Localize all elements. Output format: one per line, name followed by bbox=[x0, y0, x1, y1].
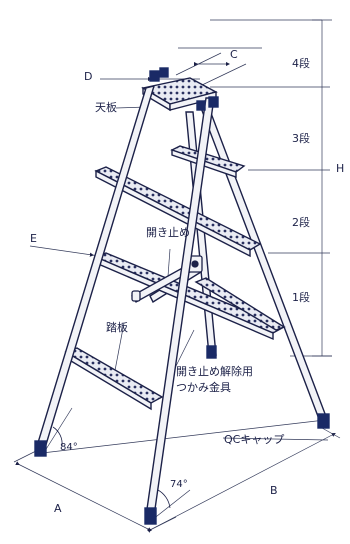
label-spreader: 開き止め bbox=[146, 226, 190, 239]
label-step-4: 4段 bbox=[292, 56, 310, 70]
labels: C D 天板 4段 3段 2段 1段 H E 開き止め 踏板 開き止め解除用 つ… bbox=[30, 48, 344, 515]
label-step-3: 3段 bbox=[292, 131, 310, 145]
label-step-2: 2段 bbox=[292, 215, 310, 229]
spreader-bar bbox=[131, 255, 203, 303]
label-dim-c: C bbox=[230, 48, 238, 61]
label-dim-h: H bbox=[336, 162, 344, 175]
label-step-board: 踏板 bbox=[106, 320, 128, 334]
label-qc-cap: QCキャップ bbox=[224, 433, 284, 446]
label-dim-d: D bbox=[84, 70, 92, 83]
label-dim-a: A bbox=[54, 502, 62, 515]
label-angle-74: 74° bbox=[170, 479, 188, 490]
label-dim-e: E bbox=[30, 232, 37, 245]
label-release-line2: つかみ金具 bbox=[176, 380, 231, 394]
label-step-1: 1段 bbox=[292, 290, 310, 304]
label-dim-b: B bbox=[270, 484, 278, 497]
label-release-line1: 開き止め解除用 bbox=[176, 364, 253, 378]
angle-arcs bbox=[52, 426, 171, 509]
label-top-plate: 天板 bbox=[95, 100, 117, 114]
front-frame bbox=[34, 67, 219, 525]
label-angle-84: 84° bbox=[60, 442, 78, 453]
